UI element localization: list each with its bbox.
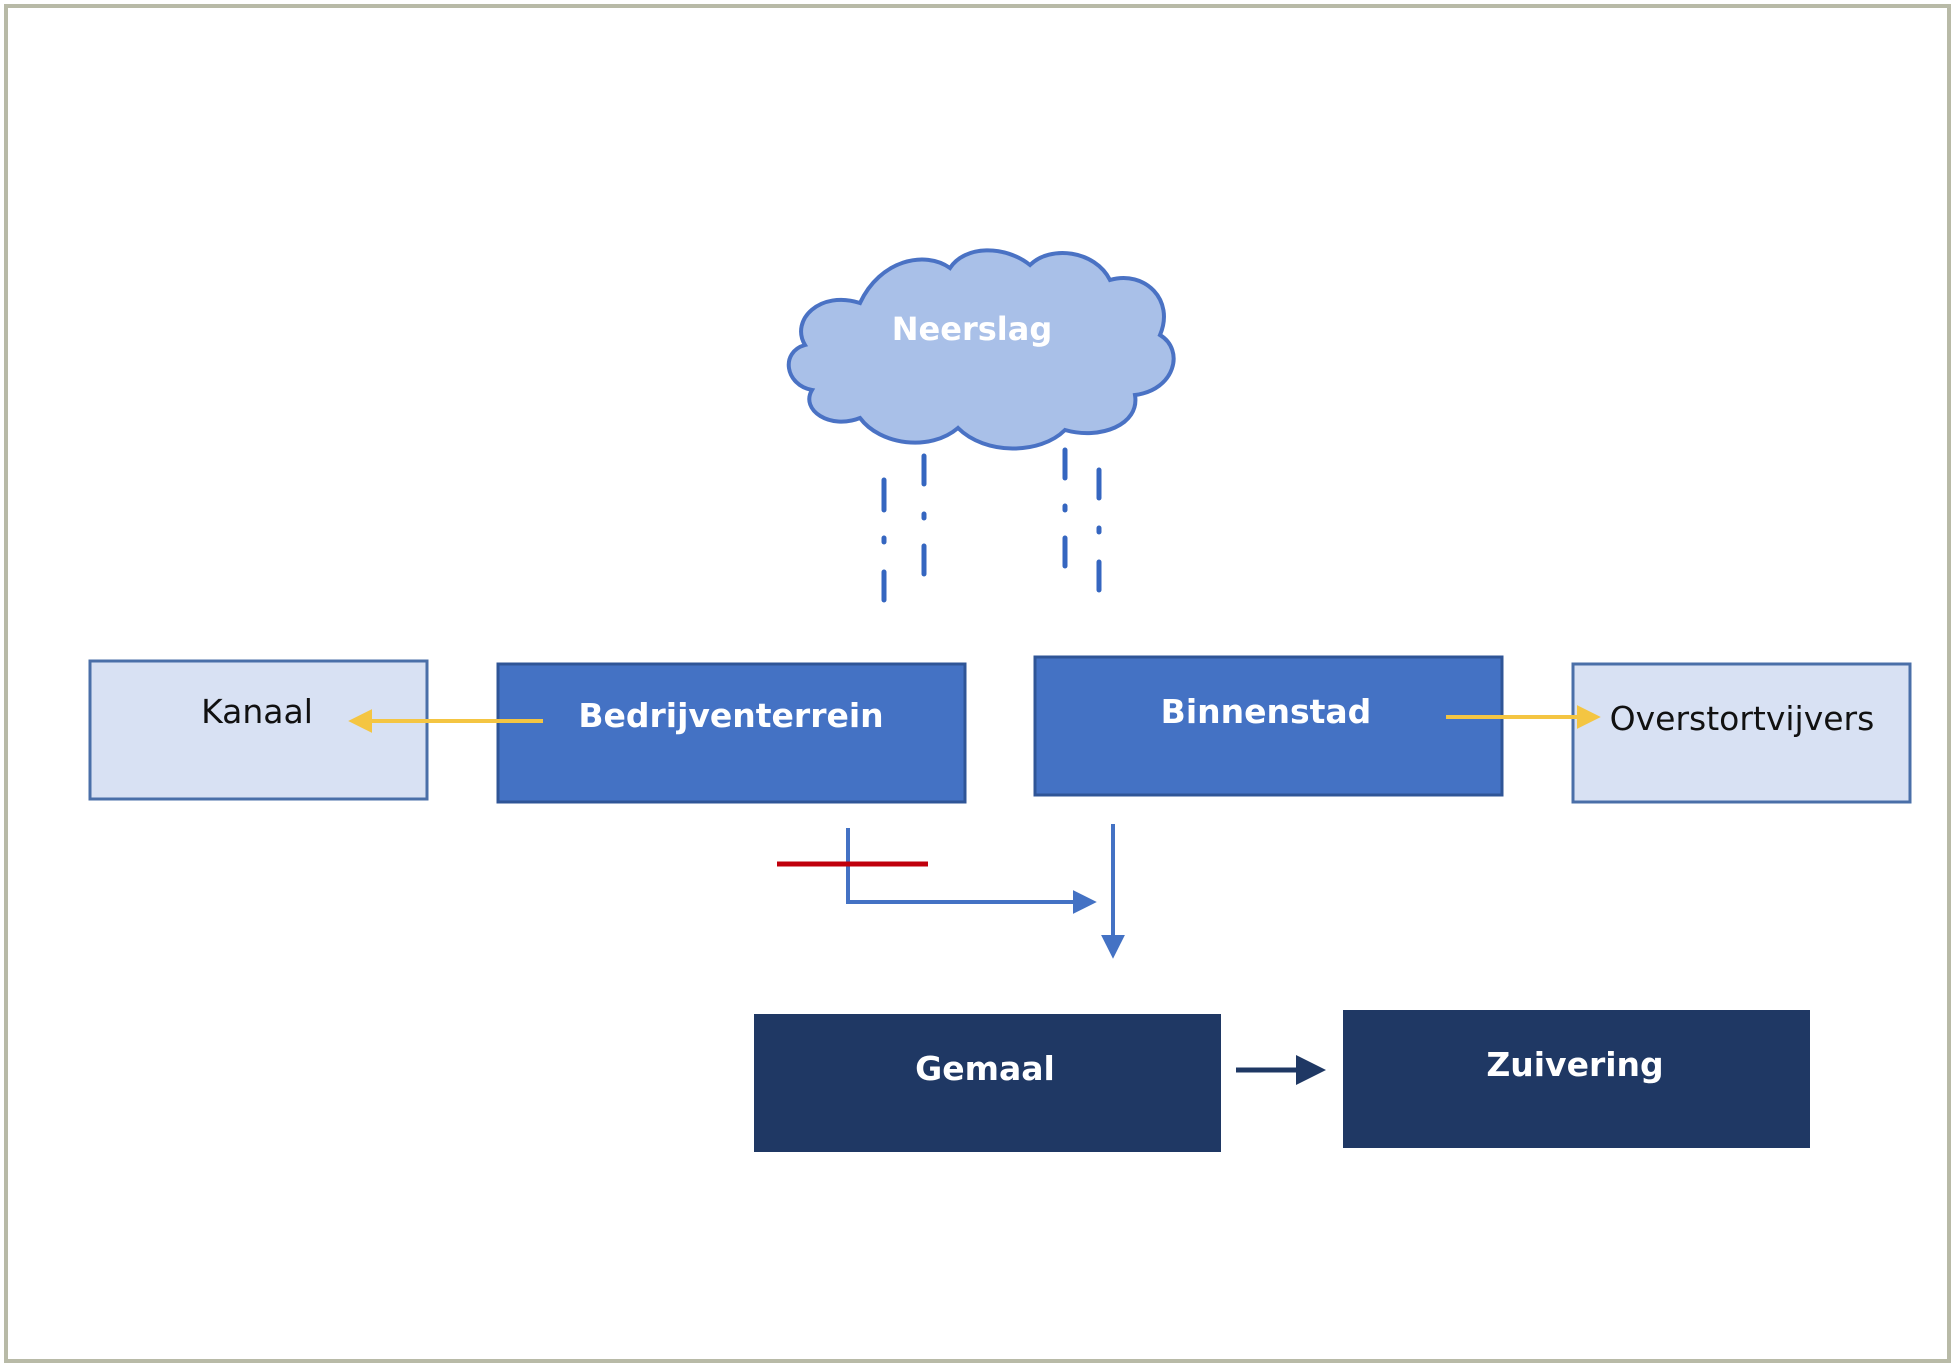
- zuivering-node: Zuivering: [1343, 1010, 1810, 1148]
- gemaal-label: Gemaal: [915, 1049, 1055, 1088]
- rain-drops: [881, 447, 1102, 603]
- binnenstad-label: Binnenstad: [1161, 692, 1372, 731]
- binnenstad-node: Binnenstad: [1033, 655, 1504, 797]
- overstortvijvers-box: [1571, 662, 1912, 804]
- zuivering-box: [1343, 1010, 1810, 1148]
- precipitation-cloud: Neerslag: [786, 248, 1176, 451]
- kanaal-label: Kanaal: [201, 692, 313, 731]
- bedrijventerrein-label: Bedrijventerrein: [578, 696, 883, 735]
- cloud-icon: [786, 248, 1176, 451]
- bedrijventerrein-node: Bedrijventerrein: [496, 662, 967, 804]
- gemaal-node: Gemaal: [754, 1014, 1221, 1152]
- binnenstad-box: [1033, 655, 1504, 797]
- overstortvijvers-label: Overstortvijvers: [1610, 699, 1875, 738]
- bedrijventerrein-box: [496, 662, 967, 804]
- kanaal-node: Kanaal: [88, 659, 429, 801]
- zuivering-label: Zuivering: [1486, 1045, 1663, 1084]
- bedrijventerrein-to-gemaal-arrow: [846, 828, 1097, 914]
- gemaal-box: [754, 1014, 1221, 1152]
- cloud-label: Neerslag: [892, 310, 1052, 348]
- overstortvijvers-node: Overstortvijvers: [1571, 662, 1912, 804]
